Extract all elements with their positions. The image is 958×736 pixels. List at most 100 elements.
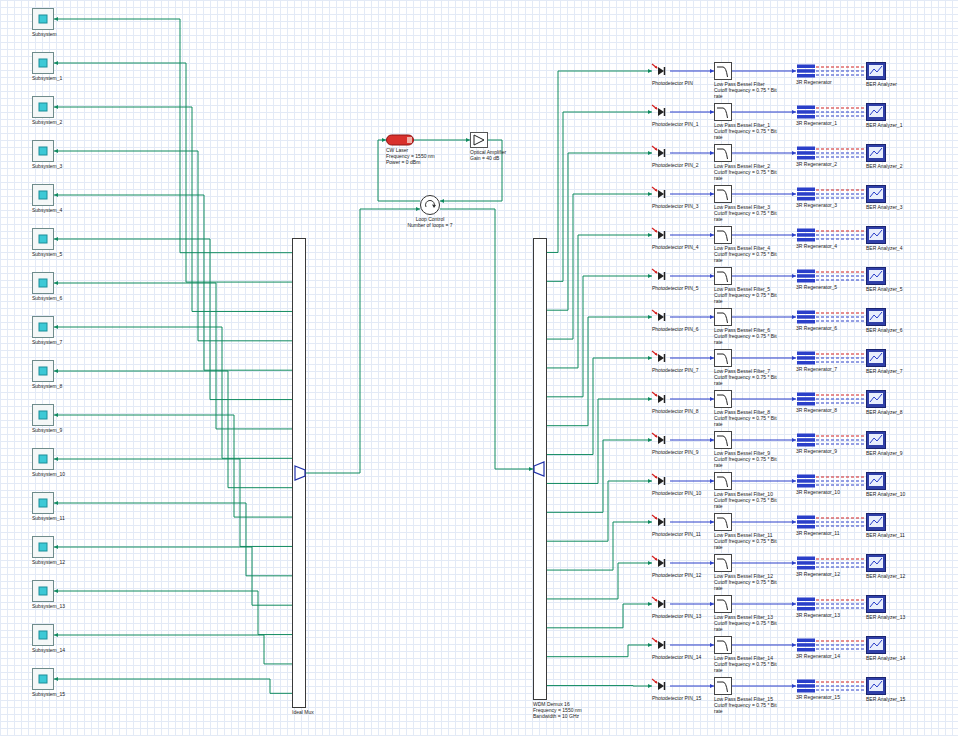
connector-line <box>54 19 292 253</box>
regenerator-icon <box>796 187 816 201</box>
component-label: Low Pass Bessel Filter_5Cutoff frequency… <box>714 286 786 304</box>
fiber-link <box>732 438 796 442</box>
component-name: Subsystem_6 <box>32 295 92 301</box>
connector-line <box>816 608 866 609</box>
signal-wire <box>816 235 866 236</box>
connector-line <box>816 153 866 154</box>
component-label: BER Analyzer_4 <box>866 245 926 251</box>
photodetector-icon <box>652 309 670 325</box>
photodetector-icon <box>652 104 670 120</box>
photodetector-icon <box>652 432 670 448</box>
photodetector-icon <box>652 473 670 489</box>
connector-line <box>732 358 796 359</box>
connector-line <box>54 503 292 576</box>
fiber-link <box>54 545 292 605</box>
fiber-link <box>670 520 714 524</box>
arrowhead <box>54 17 58 21</box>
arrowhead <box>54 325 58 329</box>
parameter-text: Cutoff frequency = 0.75 * Bit rate <box>714 620 786 632</box>
loop-control-icon <box>420 195 440 215</box>
component-label: BER Analyzer_14 <box>866 655 926 661</box>
component-label: Photodetector PIN_12 <box>652 572 708 578</box>
signal-wire <box>816 317 866 318</box>
photodetector: Photodetector PIN_12 <box>652 555 670 571</box>
component-label: Photodetector PIN_14 <box>652 654 708 660</box>
fiber-link <box>547 233 652 368</box>
photodetector-icon <box>652 227 670 243</box>
component-label: Photodetector PIN_7 <box>652 367 708 373</box>
component-label: Low Pass Bessel Filter_10Cutoff frequenc… <box>714 491 786 509</box>
fiber-link <box>732 233 796 237</box>
component-name: Low Pass Bessel Filter_15 <box>714 696 786 702</box>
optical-amplifier: Optical AmplifierGain = 40 dB <box>470 132 488 148</box>
arrowhead <box>792 643 796 647</box>
lowpass-filter: Low Pass Bessel Filter_6Cutoff frequency… <box>714 308 732 326</box>
fiber-link <box>54 61 292 282</box>
arrowhead <box>710 397 714 401</box>
component-name: WDM Demux 16 <box>533 701 603 707</box>
component-label: Ideal Mux <box>292 709 332 715</box>
component-label: BER Analyzer_11 <box>866 532 926 538</box>
component-label: Low Pass Bessel Filter_1Cutoff frequency… <box>714 122 786 140</box>
fiber-link <box>414 138 470 142</box>
signal-wire <box>816 358 866 359</box>
component-name: Photodetector PIN_8 <box>652 408 708 414</box>
connector-line <box>816 436 866 437</box>
connector-line <box>54 679 292 693</box>
component-label: BER Analyzer_13 <box>866 614 926 620</box>
arrowhead <box>792 69 796 73</box>
lowpass-filter-icon <box>714 62 732 80</box>
fiber-link <box>547 479 652 541</box>
lowpass-filter-icon <box>714 144 732 162</box>
regenerator: 3R Regenerator_3 <box>796 187 816 201</box>
component-label: 3R Regenerator_8 <box>796 407 852 413</box>
component-label: Low Pass Bessel Filter_2Cutoff frequency… <box>714 163 786 181</box>
regenerator: 3R Regenerator_12 <box>796 556 816 570</box>
component-name: Low Pass Bessel Filter_8 <box>714 409 786 415</box>
component-label: Low Pass Bessel Filter_3Cutoff frequency… <box>714 204 786 222</box>
signal-wire <box>816 682 866 683</box>
component-label: Photodetector PIN_13 <box>652 613 708 619</box>
ber-analyzer: BER Analyzer_12 <box>866 554 886 572</box>
component-name: Optical Amplifier <box>470 149 532 155</box>
connector-line <box>670 522 714 523</box>
regenerator-icon <box>796 310 816 324</box>
photodetector-icon <box>652 268 670 284</box>
arrowhead <box>54 281 58 285</box>
connector-line <box>816 231 866 232</box>
connector-line <box>670 481 714 482</box>
lowpass-filter: Low Pass Bessel FilterCutoff frequency =… <box>714 62 732 80</box>
arrowhead <box>792 315 796 319</box>
ber-analyzer-icon <box>866 431 886 449</box>
arrowhead <box>648 315 652 319</box>
arrowhead <box>710 233 714 237</box>
component-name: Photodetector PIN_14 <box>652 654 708 660</box>
photodetector: Photodetector PIN_9 <box>652 432 670 448</box>
connector-line <box>816 690 866 691</box>
regenerator-icon <box>796 105 816 119</box>
arrowhead <box>710 684 714 688</box>
component-label: BER Analyzer_6 <box>866 327 926 333</box>
fiber-link <box>306 207 420 473</box>
component-label: Photodetector PIN_1 <box>652 121 708 127</box>
regenerator: 3R Regenerator_14 <box>796 638 816 652</box>
component-name: BER Analyzer_2 <box>866 163 926 169</box>
subsystem-block-icon <box>32 140 54 162</box>
fiber-link <box>54 105 292 311</box>
ber-analyzer: BER Analyzer_13 <box>866 595 886 613</box>
ber-analyzer-icon <box>866 390 886 408</box>
component-name: Subsystem_14 <box>32 647 92 653</box>
component-name: Subsystem_4 <box>32 207 92 213</box>
fiber-link <box>547 561 652 599</box>
connector-line <box>816 403 866 404</box>
component-name: 3R Regenerator_2 <box>796 161 852 167</box>
component-name: 3R Regenerator_11 <box>796 530 852 536</box>
lowpass-filter-icon <box>714 554 732 572</box>
fiber-link <box>732 274 796 278</box>
connector-line <box>816 641 866 642</box>
component-label: Low Pass Bessel FilterCutoff frequency =… <box>714 81 786 99</box>
component-label: BER Analyzer_1 <box>866 122 926 128</box>
component-name: 3R Regenerator_12 <box>796 571 852 577</box>
lowpass-filter-icon <box>714 595 732 613</box>
component-label: Low Pass Bessel Filter_14Cutoff frequenc… <box>714 655 786 673</box>
